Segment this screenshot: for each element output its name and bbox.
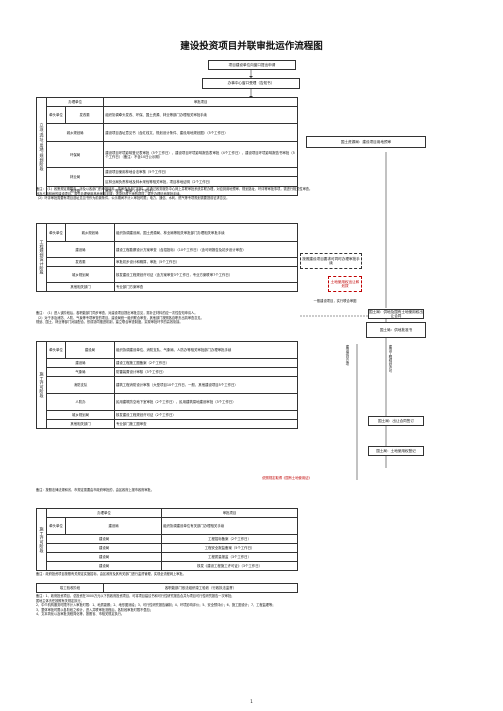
stage1-row-text: 审批、核准、备案（3个工作日） [103,186,298,196]
stage2-row-text: 建设工程勘察设计方案审查（含招投标）（10个工作日）（含可研报告及初步设计审查） [114,241,298,258]
stage1-row-dept: 发改委 [45,186,105,196]
land-box-4: 国土局：土地使用权登记 [368,446,424,456]
note-line: 备注：按照法律法规和省、市规定需要由市政府审批的，由区政府上报市政府审批。 [36,488,154,492]
stage2-row-dept: 城乡规划局 [46,266,115,283]
stage2-label: 工程规划设计阶段 [36,223,47,292]
joint-review-note: 一般建设项目，实行联合审图 [313,299,357,303]
note-line: （2）环评审批需要有项目选址意见书作为前置条件，公示期间不计入审批时限；电力、通… [36,196,230,201]
stage3-row-dept: 消防支队 [46,376,115,394]
stage1-row-dept: 城乡规划局 [45,123,105,142]
stage2-lead-unit: 牵头单位 [46,223,66,242]
stage3-row-text: 建设工程施工图备案（2个工作日） [114,358,298,368]
side-label-2: 建设工程规划许可 [388,345,392,373]
stage2-table: 工程规划设计阶段 牵头单位 城乡规划局 组织协调建设局、国土资源局、林业局等相关… [36,223,298,292]
stage1-lead-dept: 发改委 [64,106,105,124]
stage2-row-dept: 发改委 [46,257,115,267]
page-number: 1 [250,699,253,704]
stage1-table: 立项·选址·用地·规划阶段 办理单位 审批项目 牵头单位 发改委 组织协调牵头发… [36,97,298,196]
stage2-lead-text: 组织协调建设局、国土资源局、林业局等相关审批部门办理相关审批手续 [114,223,298,242]
stage3-row-text: 民用建筑防空地下室审批（2个工作日），民用建筑易地建设审批（3个工作日） [114,393,298,411]
apply-box: 项目建设单位向窗口提出申请 [208,60,296,70]
stage2-row-dept: 其他相关部门 [46,282,115,292]
stage1-label: 立项·选址·用地·规划阶段 [36,97,47,196]
land-cert-note: 依照规定取得《国有土地使用证》 [262,476,312,480]
final-label: 竣工验收阶段 [36,583,104,593]
land-box-1: 国土局：供地及国有土地使用权出让合同 [368,309,424,319]
stage3-label: 施工许可阶段 [36,341,47,429]
land-pre-review-box: 国土资源局：建设项目用地预审 [306,136,426,148]
stage4-row-dept: 建设局 [45,552,163,562]
page-title: 建设投资项目并联审批运作流程图 [180,41,323,52]
stage3-row-text: 防雷装置设计审核（3个工作日） [114,367,298,377]
land-transfer-box: 土地使用权出让和划拨 [328,276,362,292]
stage4-row-dept: 建设局 [45,534,163,544]
stage4-row-text: 工程质量报监（3个工作日） [161,552,298,562]
stage1-row-text: 区林业局负责林地及林木采伐等相关审批，项目林地证明（2个工作日） [103,176,298,187]
stage1-head-content: 审批项目 [103,97,298,107]
stage4-notes: 备注：政府投资项目按照有关规定实施招标，由区政府及其有关部门进行监督管理，实现全… [36,572,476,577]
stage3-row-text: 专业部门施工图审查 [114,419,298,429]
stage1-notes: 备注：（1）政策规定期限内，涉及以各部门的申报材料，需审查多部门材料，可通过政务… [36,187,476,201]
final-text: 各职能部门依法组织竣工验收（行政执法监督） [103,583,298,593]
stage3-row-text: 建筑工程消防设计审核（大型项目10个工作日，一般、其他建设项目5个工作日） [114,376,298,394]
stage1-row-text: 建设项目选址意见书（含红线文、规划设计条件、建设用地规划图）（5个工作日） [103,123,298,142]
stage4-lead-text: 组织协调建设单位有关部门办理相关手续 [161,517,298,535]
stage4-table: 施工许可阶段 办理单位 审批项目 牵头单位 建设局 组织协调建设单位有关部门办理… [36,508,298,571]
note-line: 属地主体责任按照有关规定执行。 [36,598,84,603]
stage4-row-dept: 建设局 [45,543,163,553]
stage1-head-dept: 办理单位 [45,97,105,107]
side-label-1: 建设项目立项 [345,345,349,366]
stage3-lead-unit: 牵头单位 [46,341,66,359]
note-line: 3、整体审批时限以各阶段之和计，进入并联审批流程后，各阶段审批时限不叠加； [36,607,153,612]
note-line: 规划、国土、林业等部门对接配合，形成协同推进机制，建立联合审查制度，实现审批环节… [36,320,183,325]
stage4-row-text: 工程安全报监备案（5个工作日） [161,543,298,553]
final-table: 竣工验收阶段 各职能部门依法组织竣工验收（行政执法监督） [36,583,298,593]
stage2-row-text: 审批初步设计和概算，审批（5个工作日） [114,257,298,267]
stage2-row-text: 核发建设工程规划许可证（含方案审查3个工作日，专业方案联审7个工作日） [114,266,298,283]
stage4-lead-unit: 牵头单位 [46,517,66,535]
stage3-row-dept: 人防办 [46,393,115,411]
note-line: 涉及占用林地的建设项目，需先办理使用林地审核手续；涉及征收土地的项目，需先办理征… [36,191,183,196]
note-line: 备注：（1）政策规定期限内，涉及以各部门的申报材料，需审查多部门材料，可通过政务… [36,187,313,191]
simultaneous-box: 按照建设项目要求可同时办理审批手续 [300,253,362,269]
stage4-label: 施工许可阶段 [36,508,47,571]
stage2-row-text: 专业部门方案审查 [114,282,298,292]
stage1-row-text: 建设项目使用林地合法审核（5个工作日） [103,167,298,177]
note-line: 4、文本简化以及审批流程简化等，按照省、市相关规定执行。 [36,612,125,617]
stage2-notes: 备注：（1）进入该阶段后，各职能部门同步审查，对建设项目提出审批意见，需补正材料… [36,311,476,325]
note-line: 备注：1、政府投资项目，总投资在3000万元以下的政府投资项目，可将项目建议书和… [36,594,235,598]
note-line: （2）对于涉及消防、人防、气象等专项审查的项目，建设局统一组织联合审查，其他部门… [36,315,204,320]
stage1-row-dept: 环保局 [45,141,105,168]
footer-notes: 备注：1、政府投资项目，总投资在3000万元以下的政府投资项目，可将项目建议书和… [36,594,476,617]
center-box: 办事中心窗口受理（告知书） [202,78,300,89]
note-line: 备注：政府投资项目按照有关规定实施招标，由区政府及其有关部门进行监督管理，实现全… [36,572,186,576]
stage1-lead-unit: 牵头单位 [46,106,66,124]
stage1-lead-text: 组织协调牵头发改、环保、国土资源、林业等部门办理相关审批手续 [103,106,298,124]
land-box-3: 国土局：出让合同签订 [368,416,424,426]
stage3-row-dept: 气象局 [46,367,115,377]
stage3-table: 施工许可阶段 牵头单位 建设局 组织协调建设单位、消防支队、气象局、人防办等相关… [36,341,298,429]
stage4-row-text: 核发《建设工程施工许可证》（3个工作日） [161,561,298,571]
note-line: 2、中介机构服务时限不计入审批时限：1、地质勘察；2、地形图测绘；3、可行性研究… [36,603,276,608]
stage4-head-dept: 办理单位 [45,508,163,518]
stage3-lead-dept: 建设局 [65,341,115,359]
stage1-row-dept: 林业局 [45,167,105,187]
land-box-2: 国土局：供地批准书 [366,322,426,338]
stage2-row-dept: 建设局 [46,241,115,258]
stage2-lead-dept: 城乡规划局 [65,223,115,242]
stage4-head-content: 审批项目 [161,508,298,518]
stage4-row-dept: 建设局 [45,561,163,571]
note-line: 备注：（1）进入该阶段后，各职能部门同步审查，对建设项目提出审批意见，需补正材料… [36,311,198,315]
stage3-notes: 备注：按照法律法规和省、市规定需要由市政府审批的，由区政府上报市政府审批。 [36,488,476,493]
stage3-lead-text: 组织协调建设单位、消防支队、气象局、人防办等相关审批部门办理审批手续 [114,341,298,359]
stage1-row-text: 建设项目环境影响登记表审批（5个工作日）、建设项目环境影响报告表审批（4个工作日… [103,141,298,168]
stage3-row-dept: 建设局 [46,358,115,368]
stage4-lead-dept: 建设局 [64,517,163,535]
stage3-row-text: 核发建设工程规划许可证（2个工作日） [114,410,298,420]
stage3-row-dept: 城乡规划局 [46,410,115,420]
stage3-row-dept: 其他相关部门 [46,419,115,429]
stage4-row-text: 工程招标备案（2个工作日） [161,534,298,544]
